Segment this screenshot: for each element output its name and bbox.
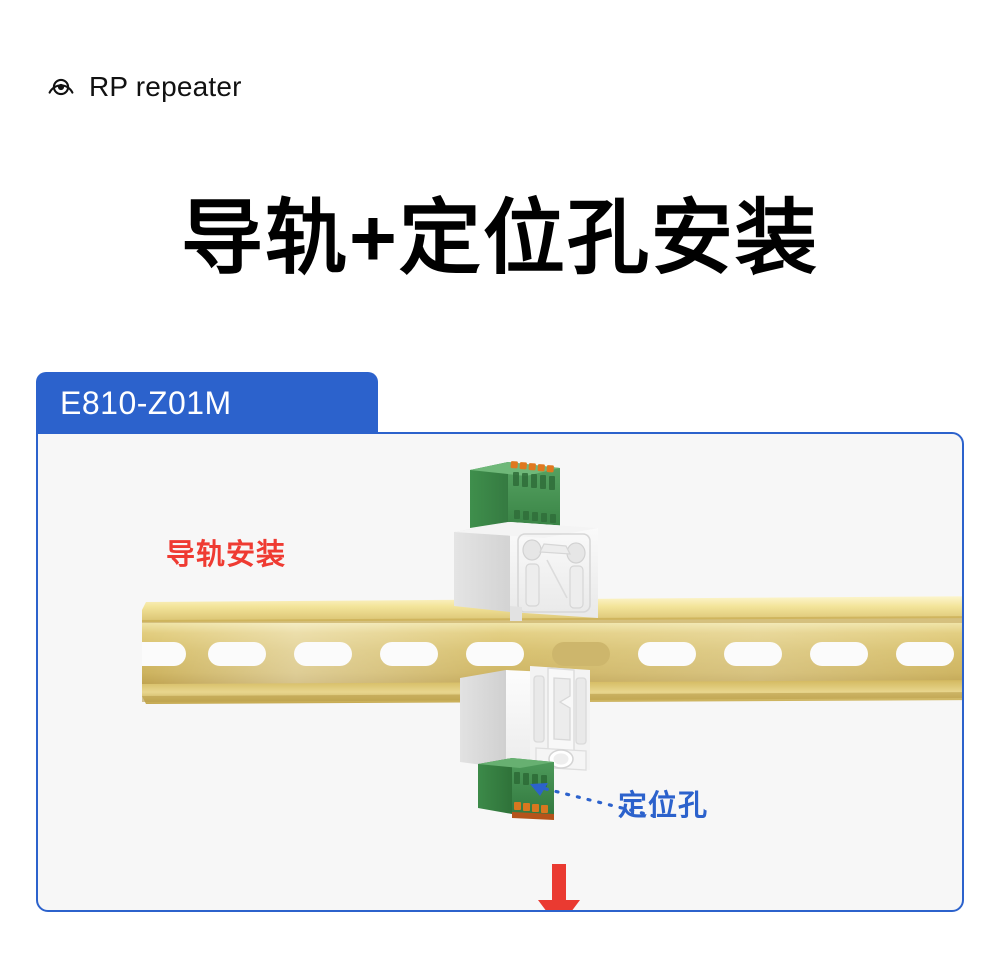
page-title: 导轨+定位孔安装 xyxy=(181,193,819,284)
din-rail xyxy=(128,592,962,710)
module-top xyxy=(448,446,628,622)
product-card: E810-Z01M xyxy=(36,372,964,912)
label-rail-mount: 导轨安装 xyxy=(166,539,287,571)
signal-radar-icon xyxy=(44,70,78,104)
card-tab-label: E810-Z01M xyxy=(60,385,232,421)
locating-hole-pointer xyxy=(478,764,668,834)
installation-illustration: 导轨安装 定位孔 xyxy=(38,434,962,910)
down-arrow-icon xyxy=(536,864,582,910)
label-locating-hole: 定位孔 xyxy=(618,790,709,822)
brand-name: RP repeater xyxy=(89,71,242,102)
module-bottom xyxy=(444,662,634,852)
card-tab: E810-Z01M xyxy=(36,372,378,434)
card-body: 导轨安装 定位孔 xyxy=(36,432,964,912)
brand-logo: RP repeater xyxy=(44,70,242,104)
